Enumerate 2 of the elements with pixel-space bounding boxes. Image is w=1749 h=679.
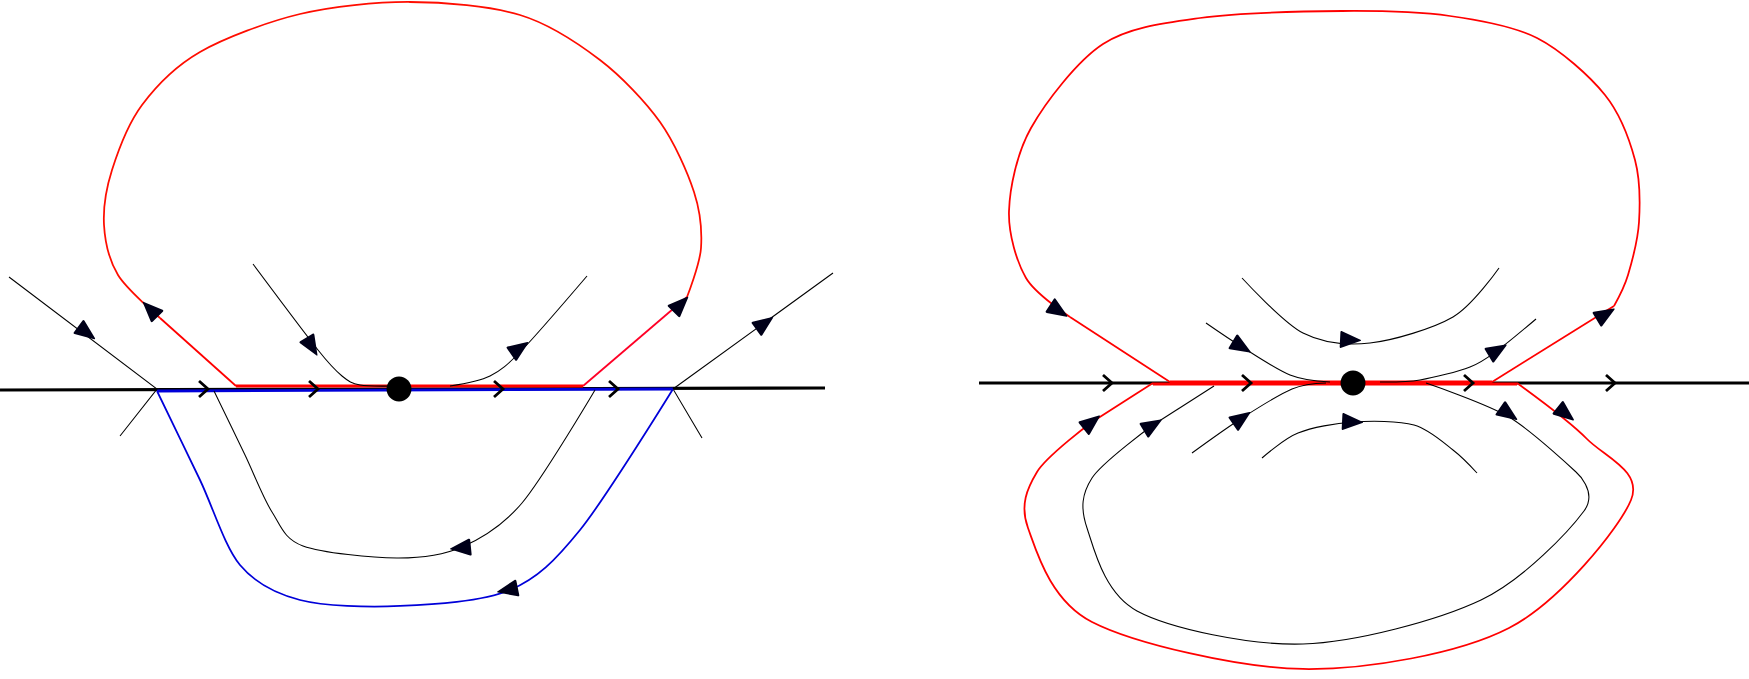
equilibrium-dot <box>386 376 412 402</box>
equilibrium-dot <box>1340 370 1366 396</box>
